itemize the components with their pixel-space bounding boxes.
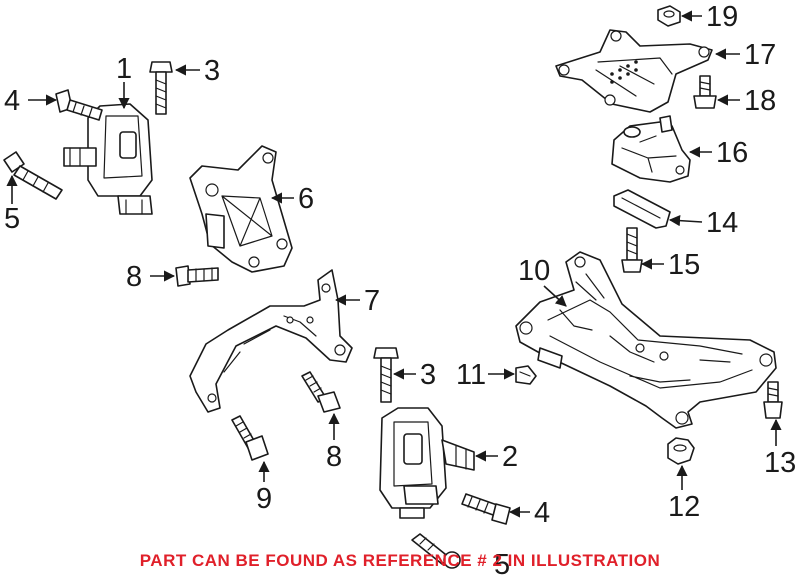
callout-labels: 1 3 4 5 6 8 7 3 8 9 2 4 5 11 10 12 13 14… — [4, 1, 796, 581]
nut-19 — [657, 5, 681, 27]
callout-6: 6 — [298, 183, 314, 215]
bolt-3-lower — [373, 347, 399, 403]
bolt-3-upper — [149, 61, 173, 115]
callout-17: 17 — [744, 39, 776, 71]
callout-5-left: 5 — [4, 203, 20, 235]
callout-18: 18 — [744, 85, 776, 117]
callout-3-lower: 3 — [420, 359, 436, 391]
callout-5-lower: 5 — [494, 549, 510, 581]
callout-8-upper: 8 — [126, 261, 142, 293]
mount-16 — [611, 115, 691, 183]
callout-4-lower: 4 — [534, 497, 550, 529]
callout-19: 19 — [706, 1, 738, 33]
callout-11: 11 — [456, 359, 486, 391]
nut-12 — [667, 437, 695, 465]
callout-13: 13 — [764, 447, 796, 479]
callout-12: 12 — [668, 491, 700, 523]
callout-16: 16 — [716, 137, 748, 169]
bolt-18 — [693, 75, 717, 109]
plate-bracket-17 — [555, 29, 713, 113]
engine-mount-1 — [63, 103, 153, 215]
clip-11 — [515, 365, 537, 385]
bolt-4-upper — [55, 89, 103, 121]
bolt-4-lower — [461, 493, 511, 525]
transmission-mount-2 — [379, 407, 475, 519]
callout-15: 15 — [668, 249, 700, 281]
bolt-8-lower — [301, 371, 341, 413]
callout-10: 10 — [518, 255, 550, 287]
subframe-10 — [515, 251, 777, 429]
callout-14: 14 — [706, 207, 738, 239]
callout-3-upper: 3 — [204, 55, 220, 87]
callout-8-lower: 8 — [326, 441, 342, 473]
callout-2: 2 — [502, 441, 518, 473]
bolt-5-lower — [411, 533, 461, 569]
reference-footnote: PART CAN BE FOUND AS REFERENCE # 2 IN IL… — [139, 551, 661, 570]
callout-9: 9 — [256, 483, 272, 515]
shim-14 — [613, 189, 671, 229]
bolt-15 — [621, 227, 643, 273]
callout-4-upper: 4 — [4, 85, 20, 117]
bolt-9 — [231, 415, 269, 461]
bolt-5-left — [3, 151, 63, 200]
bolt-13 — [763, 381, 783, 419]
leader-lines — [6, 10, 782, 518]
callout-7: 7 — [364, 285, 380, 317]
bolt-8-upper — [175, 265, 219, 287]
bracket-6 — [189, 145, 293, 273]
bracket-7 — [189, 269, 353, 413]
callout-1: 1 — [116, 53, 132, 85]
